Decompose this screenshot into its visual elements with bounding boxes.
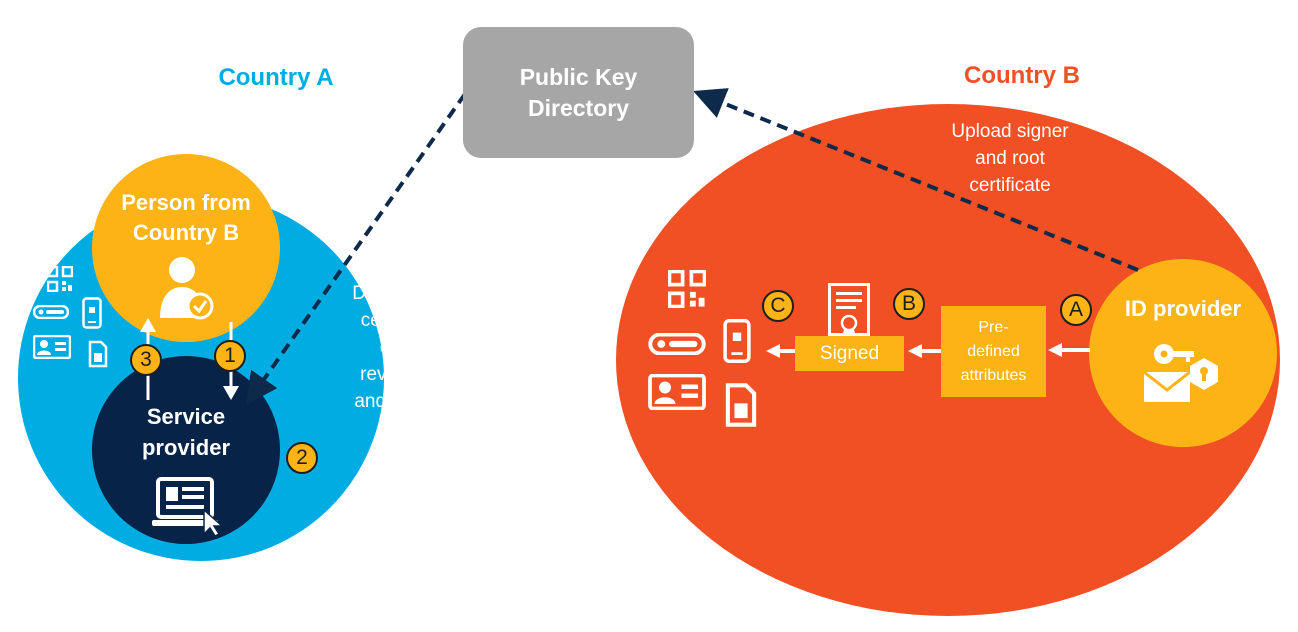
country-b-title: Country B [964, 62, 1080, 89]
arrow-id-to-attributes [1048, 343, 1090, 357]
download-note-line: certificate, root [360, 310, 486, 331]
public-key-directory-line1: Public Key [519, 63, 638, 90]
user-check-icon [160, 257, 214, 320]
download-note: Download signer certificate, root certif… [316, 280, 530, 415]
sim-card-icon [725, 383, 757, 427]
download-note-line: certificate, [379, 337, 467, 358]
sim-card-icon [88, 340, 108, 368]
id-card-icon [33, 335, 71, 359]
computer-cursor-icon [152, 477, 224, 536]
smartphone-icon [723, 318, 751, 364]
person-label-line2: Country B [132, 220, 240, 245]
certificate-icon [828, 283, 870, 338]
service-provider-line1: Service [146, 404, 226, 429]
predefined-line: attributes [960, 366, 1027, 384]
download-note-line: revocation lists [360, 364, 486, 385]
usb-token-icon [33, 305, 69, 319]
download-note-line: Download signer [352, 283, 494, 304]
service-provider-circle [92, 356, 280, 544]
predefined-line: defined [967, 342, 1020, 360]
key-envelope-icon [1143, 344, 1218, 402]
download-connector [245, 92, 467, 406]
id-card-icon [648, 374, 706, 410]
step-3-badge: 3 [130, 344, 162, 376]
public-key-directory: Public Key Directory [463, 27, 694, 158]
predefined-line: Pre- [978, 318, 1009, 336]
upload-note-line: certificate [969, 175, 1051, 196]
service-provider-label: Service provider [96, 401, 276, 463]
id-provider-label: ID provider [1124, 296, 1242, 321]
public-key-directory-line2: Directory [528, 94, 629, 121]
smartphone-icon [82, 297, 102, 329]
person-circle [92, 154, 280, 342]
service-provider-line2: provider [141, 435, 231, 460]
upload-connector [693, 88, 1139, 272]
predefined-attributes-box: Pre- defined attributes [941, 306, 1046, 397]
upload-note: Upload signer and root certificate [915, 118, 1105, 199]
step-c-badge: C [762, 290, 794, 322]
arrow-signed-to-phone [766, 344, 795, 358]
step-2-badge: 2 [286, 442, 318, 474]
signed-box: Signed [795, 336, 904, 371]
country-a-title: Country A [218, 64, 334, 91]
qr-code-icon [668, 270, 706, 308]
upload-note-line: and root [975, 148, 1045, 169]
qr-code-icon [47, 266, 73, 292]
download-note-line: and store locally [354, 391, 492, 412]
step-a-badge: A [1060, 294, 1092, 326]
step-b-badge: B [893, 288, 925, 320]
usb-token-icon [648, 333, 706, 355]
person-label-line1: Person from [121, 190, 251, 215]
step-1-badge: 1 [214, 340, 246, 372]
person-label: Person from Country B [96, 188, 276, 248]
arrow-attributes-to-signed [908, 344, 941, 358]
upload-note-line: Upload signer [951, 121, 1069, 142]
